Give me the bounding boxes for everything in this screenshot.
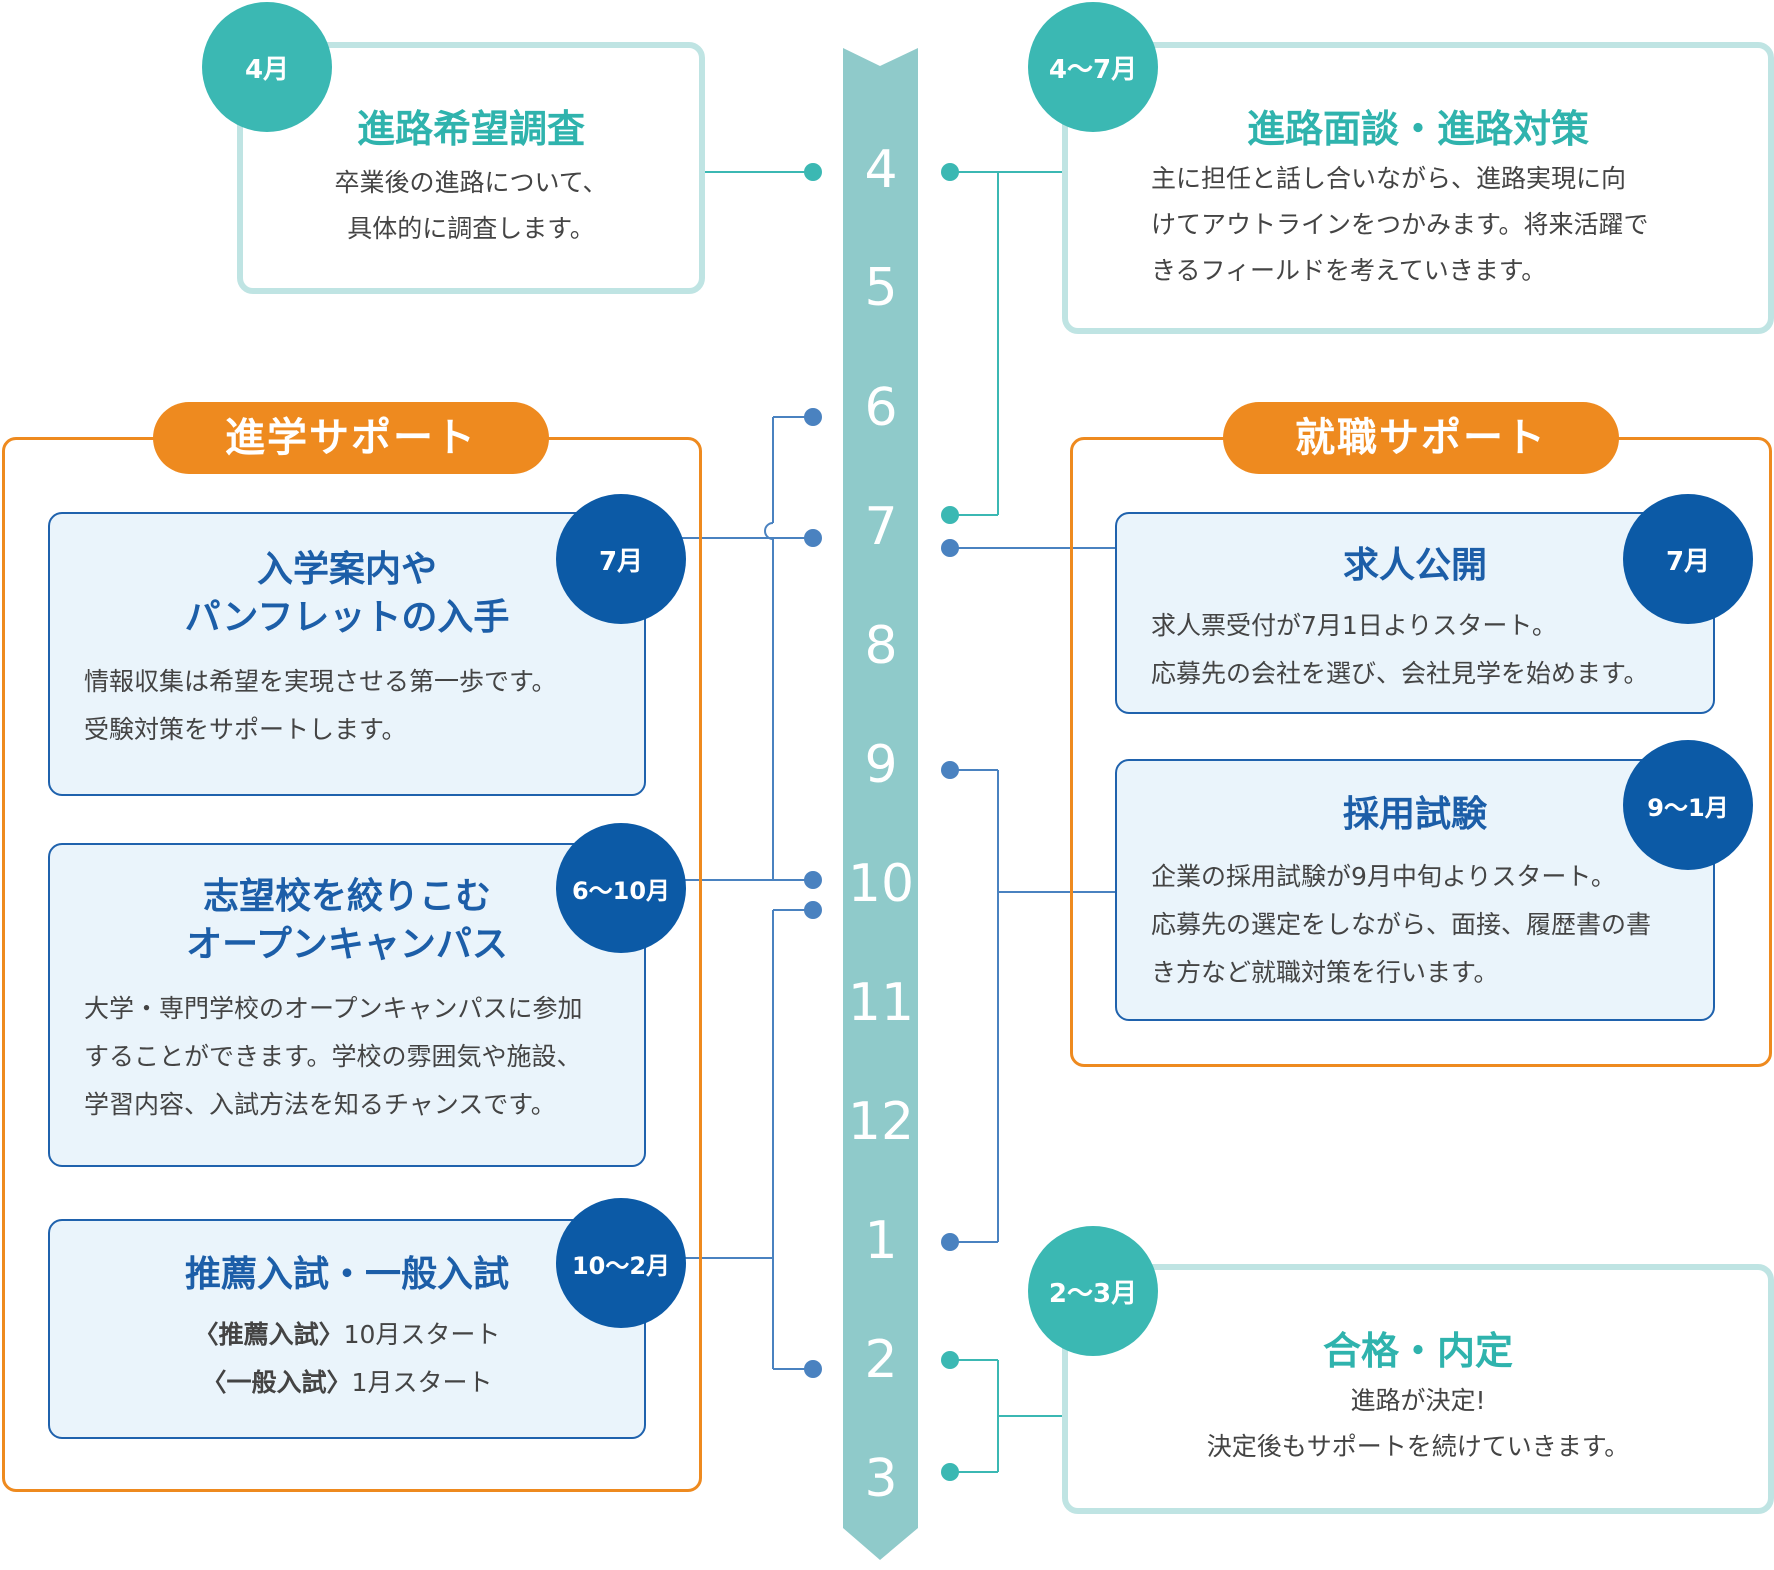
acceptance-title: 合格・内定	[1322, 1329, 1513, 1373]
badge-april-july: 4〜7月	[1028, 2, 1158, 132]
badge-february-march: 2〜3月	[1028, 1226, 1158, 1356]
badge-september-january: 9〜1月	[1623, 740, 1753, 870]
month-2: 2	[864, 1330, 898, 1390]
badge-june-october: 6〜10月	[556, 823, 686, 953]
career-interview-text: 主に担任と話し合いながら、進路実現に向 けてアウトラインをつかみます。将来活躍で…	[1151, 164, 1649, 285]
month-12: 12	[847, 1092, 915, 1152]
month-6: 6	[864, 378, 898, 438]
acceptance-text: 進路が決定! 決定後もサポートを続けていきます。	[1206, 1386, 1630, 1461]
timeline-dots	[804, 163, 959, 1481]
career-interview-title: 進路面談・進路対策	[1246, 107, 1589, 151]
month-10: 10	[847, 854, 915, 914]
career-survey-title: 進路希望調査	[356, 107, 585, 151]
card-entrance-exams: 推薦入試・一般入試 〈推薦入試〉10月スタート 〈一般入試〉1月スタート	[48, 1219, 646, 1439]
career-interview-box: 進路面談・進路対策 主に担任と話し合いながら、進路実現に向 けてアウトラインをつ…	[1062, 42, 1774, 334]
acceptance-box: 合格・内定 進路が決定! 決定後もサポートを続けていきます。	[1062, 1264, 1774, 1514]
badge-april: 4月	[202, 2, 332, 132]
card-brochures-text: 情報収集は希望を実現させる第一歩です。 受験対策をサポートします。	[84, 667, 557, 744]
card-open-campus-title: 志望校を絞りこむ オープンキャンパス	[186, 876, 508, 965]
card-job-openings-title: 求人公開	[1342, 545, 1487, 586]
timeline-spine	[843, 48, 918, 1560]
card-entrance-exams-text: 〈推薦入試〉10月スタート 〈一般入試〉1月スタート	[193, 1320, 501, 1397]
month-4: 4	[864, 140, 898, 200]
month-8: 8	[864, 616, 898, 676]
badge-july-brochures: 7月	[556, 494, 686, 624]
card-job-openings: 求人公開 求人票受付が7月1日よりスタート。 応募先の会社を選び、会社見学を始め…	[1115, 512, 1715, 714]
card-open-campus: 志望校を絞りこむ オープンキャンパス 大学・専門学校のオープンキャンパスに参加 …	[48, 843, 646, 1167]
month-1: 1	[864, 1211, 898, 1271]
month-11: 11	[847, 973, 915, 1033]
card-open-campus-text: 大学・専門学校のオープンキャンパスに参加 することができます。学校の雰囲気や施設…	[84, 994, 583, 1119]
employment-support-label: 就職サポート	[1223, 402, 1619, 474]
month-3: 3	[864, 1449, 898, 1509]
teal-connectors	[705, 171, 1062, 1473]
card-recruitment-exam: 採用試験 企業の採用試験が9月中旬よりスタート。 応募先の選定をしながら、面接、…	[1115, 759, 1715, 1021]
month-7: 7	[864, 497, 898, 557]
card-brochures-title: 入学案内や パンフレットの入手	[184, 549, 510, 638]
higher-education-support-label: 進学サポート	[153, 402, 549, 474]
career-survey-text: 卒業後の進路について、 具体的に調査します。	[334, 168, 608, 243]
card-entrance-exams-title: 推薦入試・一般入試	[184, 1254, 509, 1295]
card-job-openings-text: 求人票受付が7月1日よりスタート。 応募先の会社を選び、会社見学を始めます。	[1151, 611, 1649, 688]
badge-october-february: 10〜2月	[556, 1198, 686, 1328]
card-brochures: 入学案内や パンフレットの入手 情報収集は希望を実現させる第一歩です。 受験対策…	[48, 512, 646, 796]
month-5: 5	[864, 258, 898, 318]
badge-july-jobs: 7月	[1623, 494, 1753, 624]
month-9: 9	[864, 735, 898, 795]
card-recruitment-exam-text: 企業の採用試験が9月中旬よりスタート。 応募先の選定をしながら、面接、履歴書の書…	[1151, 862, 1652, 987]
card-recruitment-exam-title: 採用試験	[1342, 794, 1487, 835]
